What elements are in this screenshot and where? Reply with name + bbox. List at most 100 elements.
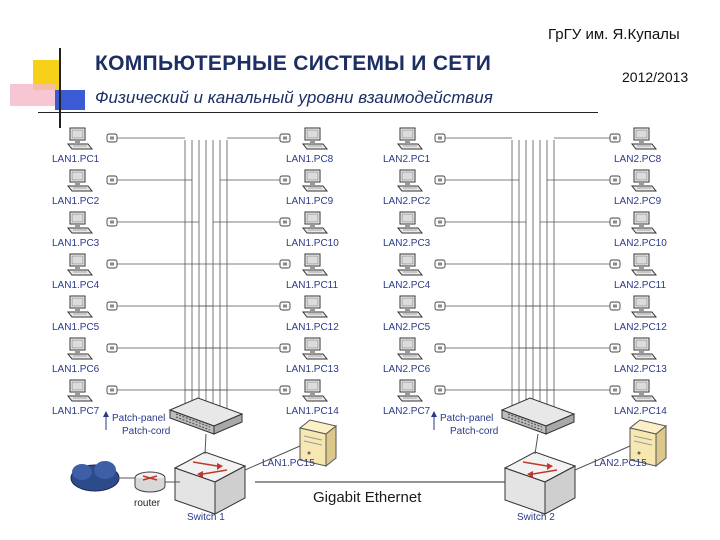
socket-icon xyxy=(279,133,291,143)
pc-label: LAN1.PC5 xyxy=(52,322,100,333)
pc-label: LAN1.PC14 xyxy=(286,406,339,417)
pc-label: LAN1.PC9 xyxy=(286,196,334,207)
computer-icon xyxy=(67,127,93,150)
decor-pink-square xyxy=(10,84,55,106)
pc-label: LAN2.PC6 xyxy=(383,364,431,375)
socket-icon xyxy=(279,175,291,185)
computer-icon xyxy=(302,169,328,192)
pc-label: LAN2.PC7 xyxy=(383,406,431,417)
page-subtitle: Физический и канальный уровни взаимодейс… xyxy=(95,88,493,107)
pc-label: LAN1.PC4 xyxy=(52,280,100,291)
socket-icon xyxy=(279,301,291,311)
socket-icon xyxy=(106,175,118,185)
socket-icon xyxy=(106,301,118,311)
pc-label: LAN2.PC5 xyxy=(383,322,431,333)
university-name: ГрГУ им. Я.Купалы xyxy=(548,26,680,43)
pc-label: LAN1.PC12 xyxy=(286,322,339,333)
socket-icon xyxy=(609,217,621,227)
socket-icon xyxy=(434,133,446,143)
pc-label: LAN2.PC14 xyxy=(614,406,667,417)
decor-horizontal-line xyxy=(38,112,598,113)
cable xyxy=(574,445,631,471)
socket-icon xyxy=(106,385,118,395)
computer-icon xyxy=(302,211,328,234)
computer-icon xyxy=(631,337,657,360)
corner-decoration xyxy=(0,0,598,130)
socket-icon xyxy=(434,343,446,353)
computer-icon xyxy=(397,127,423,150)
pointer-arrow-head xyxy=(103,411,109,417)
computer-icon xyxy=(631,169,657,192)
server-label: LAN2.PC15 xyxy=(594,458,647,469)
computer-icon xyxy=(631,295,657,318)
switch-icon xyxy=(174,451,246,515)
socket-icon xyxy=(106,343,118,353)
pc-label: LAN2.PC11 xyxy=(614,280,667,291)
socket-icon xyxy=(609,301,621,311)
pc-label: LAN2.PC3 xyxy=(383,238,431,249)
pc-label: LAN1.PC1 xyxy=(52,154,100,165)
socket-icon xyxy=(106,217,118,227)
computer-icon xyxy=(67,379,93,402)
computer-icon xyxy=(302,379,328,402)
socket-icon xyxy=(434,175,446,185)
pc-label: LAN2.PC4 xyxy=(383,280,431,291)
socket-icon xyxy=(609,133,621,143)
switch-label: Switch 2 xyxy=(517,512,555,523)
computer-icon xyxy=(302,295,328,318)
socket-icon xyxy=(106,133,118,143)
computer-icon xyxy=(67,295,93,318)
router-label: router xyxy=(134,498,161,509)
computer-icon xyxy=(302,337,328,360)
socket-icon xyxy=(609,343,621,353)
server-label: LAN1.PC15 xyxy=(262,458,315,469)
academic-year: 2012/2013 xyxy=(622,69,689,85)
pointer-arrow-head xyxy=(431,411,437,417)
cable xyxy=(204,433,207,455)
computer-icon xyxy=(397,211,423,234)
socket-icon xyxy=(434,301,446,311)
pc-label: LAN1.PC7 xyxy=(52,406,100,417)
socket-icon xyxy=(434,217,446,227)
pc-label: LAN1.PC8 xyxy=(286,154,334,165)
patch-panel-icon xyxy=(501,397,575,435)
socket-icon xyxy=(279,217,291,227)
generated-layer: LAN1.PC1LAN1.PC2LAN1.PC3LAN1.PC4LAN1.PC5… xyxy=(52,127,667,523)
switch-label: Switch 1 xyxy=(187,512,225,523)
pc-label: LAN2.PC12 xyxy=(614,322,667,333)
computer-icon xyxy=(397,169,423,192)
pc-label: LAN1.PC2 xyxy=(52,196,100,207)
socket-icon xyxy=(279,259,291,269)
gigabit-ethernet-label: Gigabit Ethernet xyxy=(313,489,422,506)
socket-icon xyxy=(609,175,621,185)
pc-label: LAN2.PC1 xyxy=(383,154,431,165)
socket-icon xyxy=(609,385,621,395)
computer-icon xyxy=(397,379,423,402)
pc-label: LAN2.PC13 xyxy=(614,364,667,375)
pc-label: LAN1.PC13 xyxy=(286,364,339,375)
patch-cord-label: Patch-cord xyxy=(450,426,498,437)
socket-icon xyxy=(434,259,446,269)
computer-icon xyxy=(397,337,423,360)
computer-icon xyxy=(67,169,93,192)
computer-icon xyxy=(67,337,93,360)
pc-label: LAN1.PC11 xyxy=(286,280,339,291)
patch-panel-label: Patch-panel xyxy=(112,413,165,424)
socket-icon xyxy=(279,385,291,395)
decor-blue-square xyxy=(55,90,85,110)
computer-icon xyxy=(631,211,657,234)
router: router xyxy=(70,461,180,509)
cable xyxy=(534,433,539,455)
patch-cord-label: Patch-cord xyxy=(122,426,170,437)
patch-panel-icon xyxy=(169,397,243,435)
computer-icon xyxy=(397,295,423,318)
computer-icon xyxy=(302,253,328,276)
computer-icon xyxy=(397,253,423,276)
decor-vertical-line xyxy=(59,48,61,128)
switch-icon xyxy=(504,451,576,515)
computer-icon xyxy=(67,211,93,234)
pc-label: LAN1.PC10 xyxy=(286,238,339,249)
pc-label: LAN1.PC3 xyxy=(52,238,100,249)
pc-label: LAN2.PC8 xyxy=(614,154,662,165)
